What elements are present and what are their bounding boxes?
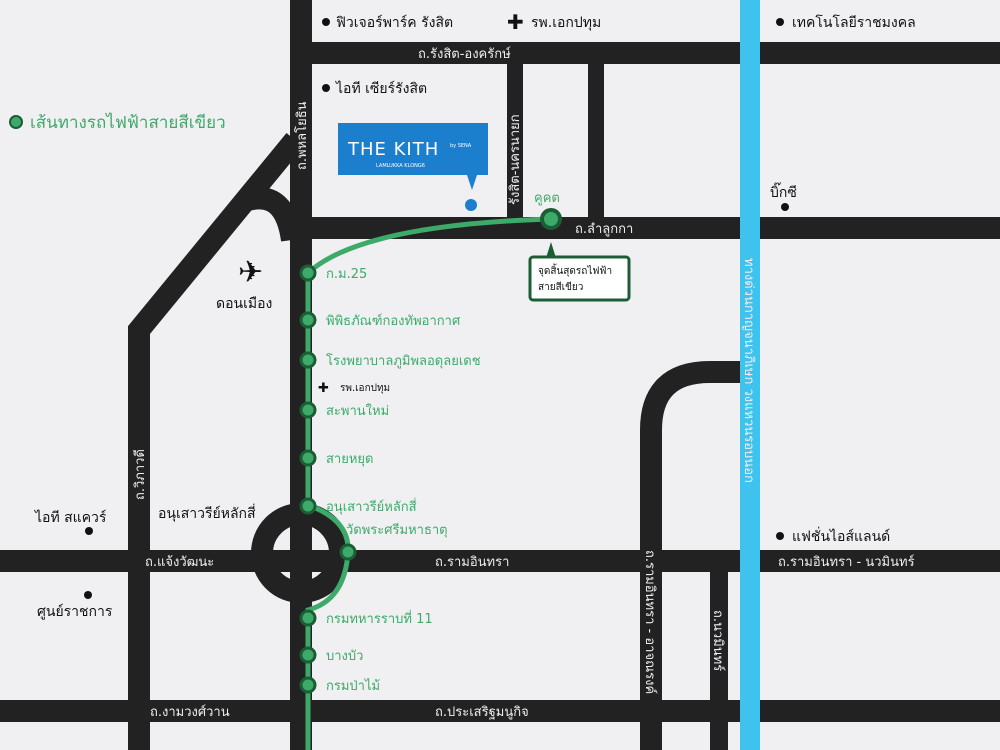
road-label-ngamwongwan: ถ.งามวงศ์วาน	[150, 704, 230, 720]
legend-label: เส้นทางรถไฟฟ้าสายสีเขียว	[30, 112, 226, 133]
road-airport-loop	[245, 187, 303, 242]
station-marker[interactable]	[299, 264, 317, 282]
terminus-callout-line2: สายสีเขียว	[538, 281, 583, 293]
road-label-nawamin: ถ.นวมินทร์	[710, 610, 726, 671]
terminus-marker[interactable]	[540, 208, 562, 230]
station-label[interactable]: สายหยุด	[326, 452, 373, 467]
terminus-callout-line1: จุดสิ้นสุดรถไฟฟ้า	[538, 263, 612, 277]
station-marker[interactable]	[299, 449, 317, 467]
road-label-phahonyothin: ถ.พหลโยธิน	[294, 101, 310, 170]
terminus-callout	[528, 255, 631, 302]
poi-dot	[781, 203, 789, 211]
project-location-pin[interactable]	[465, 199, 477, 211]
project-logo[interactable]: THE KITH by SENA LAMLUKKA KLONG6	[338, 123, 488, 190]
road-ramintra-artnarong	[640, 361, 745, 750]
road-label-rangsit-nakhonnayok: รังสิต-นครนายก	[508, 114, 523, 205]
poi-lak-si-monument[interactable]: อนุเสาวรีย์หลักสี่	[158, 504, 256, 522]
station-label[interactable]: สะพานใหม่	[326, 403, 389, 419]
station-marker[interactable]	[299, 676, 317, 694]
poi-it-square[interactable]: ไอที สแควร์	[34, 509, 107, 526]
poi-dot	[322, 18, 330, 26]
station-label[interactable]: โรงพยาบาลภูมิพลอดุลยเดช	[326, 353, 481, 369]
road-label-chaengwattana: ถ.แจ้งวัฒนะ	[145, 555, 214, 570]
logo-main: THE KITH	[347, 139, 439, 160]
terminus-station-label: คูคต	[534, 191, 560, 206]
poi-dot	[776, 532, 784, 540]
station-marker[interactable]	[299, 401, 317, 419]
poi-dot	[84, 591, 92, 599]
airplane-icon: ✈	[238, 255, 263, 290]
road-label-ramintra: ถ.รามอินทรา	[435, 555, 509, 570]
station-marker[interactable]	[299, 497, 317, 515]
logo-sub: LAMLUKKA KLONG6	[376, 163, 425, 169]
poi-hospital-mid[interactable]: รพ.เอกปทุม	[340, 383, 390, 394]
legend-marker	[9, 115, 23, 129]
station-label[interactable]: พิพิธภัณฑ์กองทัพอากาศ	[326, 313, 461, 329]
road-label-rangsit-ongkharak: ถ.รังสิต-องครักษ์	[418, 46, 511, 62]
road-label-ramintra-artnarong: ถ.รามอินทรา - อาจณรงค์	[642, 550, 658, 694]
hospital-icon: ✚	[318, 381, 329, 396]
road-label-prasertmanukit: ถ.ประเสริฐมนูกิจ	[435, 705, 529, 720]
poi-dot	[322, 84, 330, 92]
station-marker[interactable]	[339, 543, 357, 561]
green-line	[305, 216, 552, 750]
station-label[interactable]: ก.ม.25	[326, 267, 367, 282]
road-label-expressway: ทางด่วนกาญจนาภิเษก วงแหวนรอบนอก	[741, 258, 756, 483]
station-label[interactable]: วัดพระศรีมหาธาตุ	[346, 522, 448, 538]
poi-dot	[85, 527, 93, 535]
road-vibhavadi	[128, 133, 304, 750]
station-markers: ก.ม.25 พิพิธภัณฑ์กองทัพอากาศโรงพยาบาลภูมิ…	[299, 264, 481, 694]
road-label-vibhavadi: ถ.วิภาวดี	[132, 449, 148, 500]
station-marker[interactable]	[299, 646, 317, 664]
road-label-ramintra-nawamin: ถ.รามอินทรา - นวมินทร์	[778, 554, 915, 570]
poi-bigc[interactable]: บิ๊กซี	[770, 182, 797, 201]
station-label[interactable]: อนุเสาวรีย์หลักสี่	[326, 498, 417, 515]
poi-rmutt[interactable]: เทคโนโลยีราชมงคล	[792, 14, 916, 31]
road-label-lamlukka: ถ.ลำลูกกา	[575, 222, 633, 237]
hospital-icon: ✚	[507, 10, 524, 34]
poi-future-park[interactable]: ฟิวเจอร์พาร์ค รังสิต	[336, 14, 453, 31]
logo-by: by SENA	[450, 143, 472, 149]
poi-it-zeer[interactable]: ไอที เซียร์รังสิต	[335, 80, 427, 97]
poi-fashion-island[interactable]: แฟชั่นไอส์แลนด์	[792, 527, 890, 545]
poi-don-mueang[interactable]: ดอนเมือง	[216, 296, 272, 312]
station-label[interactable]: บางบัว	[326, 649, 363, 664]
station-marker[interactable]	[299, 311, 317, 329]
station-marker[interactable]	[299, 609, 317, 627]
station-marker[interactable]	[299, 351, 317, 369]
poi-government-center[interactable]: ศูนย์ราชการ	[37, 603, 113, 620]
station-label[interactable]: กรมป่าไม้	[326, 678, 380, 694]
poi-hospital-top[interactable]: รพ.เอกปทุม	[531, 15, 601, 31]
poi-dot	[776, 18, 784, 26]
station-label[interactable]: กรมทหารราบที่ 11	[326, 610, 433, 627]
